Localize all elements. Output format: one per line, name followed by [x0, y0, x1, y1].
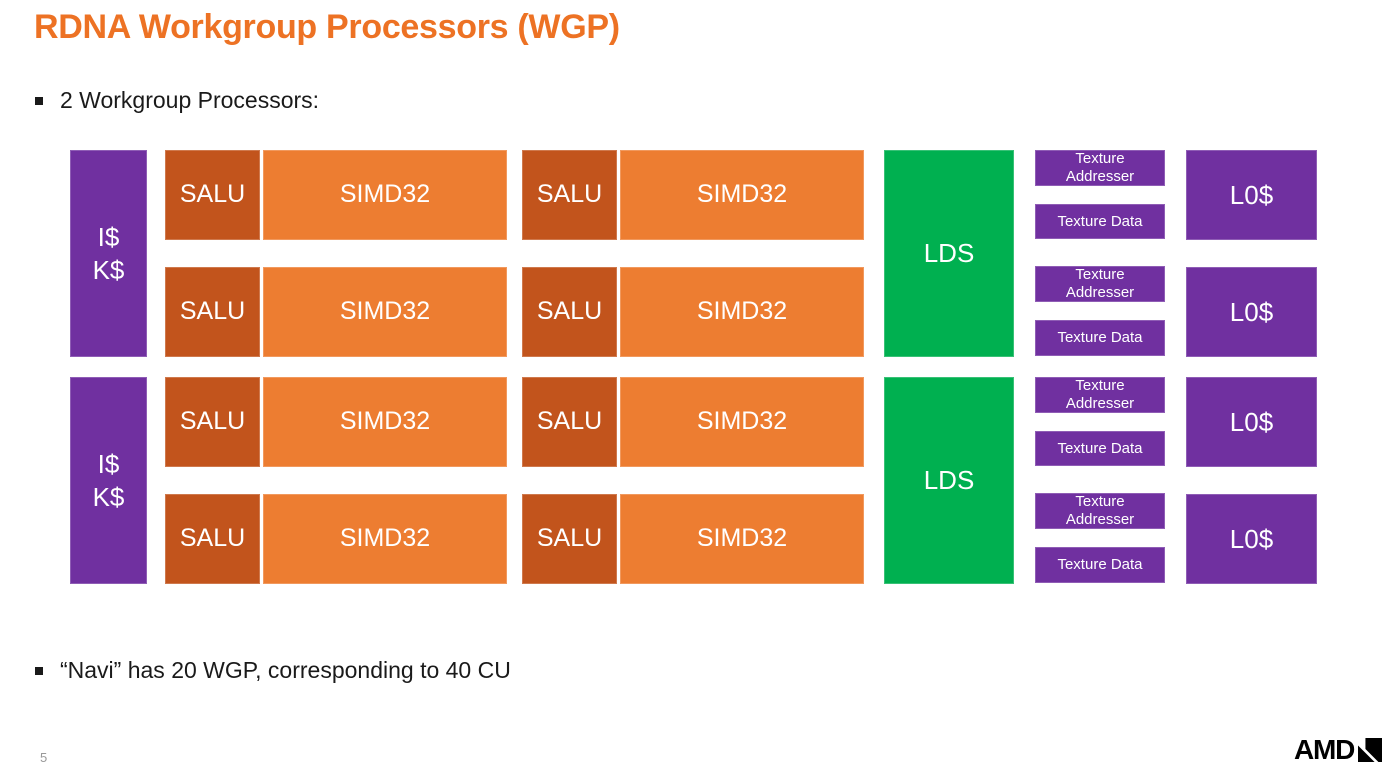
page-number: 5	[40, 750, 48, 765]
wgp2-texture-addresser-block-1: Texture Addresser	[1035, 377, 1165, 413]
wgp1-salu-block-3: SALU	[165, 267, 260, 357]
wgp2-salu-block-4: SALU	[522, 494, 617, 584]
wgp2-icache-kcache-block: I$ K$	[70, 377, 147, 584]
wgp1-simd32-block-4: SIMD32	[620, 267, 864, 357]
bullet-navi-wgp-count: “Navi” has 20 WGP, corresponding to 40 C…	[35, 657, 511, 684]
bullet-workgroup-processors: 2 Workgroup Processors:	[35, 87, 319, 114]
wgp2-salu-block-3: SALU	[165, 494, 260, 584]
wgp1-simd32-block-3: SIMD32	[263, 267, 507, 357]
wgp2-texture-data-block-2: Texture Data	[1035, 547, 1165, 583]
wgp1-salu-block-1: SALU	[165, 150, 260, 240]
bullet-text: “Navi” has 20 WGP, corresponding to 40 C…	[60, 657, 511, 683]
wgp1-simd32-block-2: SIMD32	[620, 150, 864, 240]
wgp1-salu-block-4: SALU	[522, 267, 617, 357]
wgp1-texture-addresser-block-2: Texture Addresser	[1035, 266, 1165, 302]
wgp1-texture-data-block-2: Texture Data	[1035, 320, 1165, 356]
wgp2-lds-block: LDS	[884, 377, 1014, 584]
wgp2-l0-cache-block-2: L0$	[1186, 494, 1317, 584]
wgp2-simd32-block-2: SIMD32	[620, 377, 864, 467]
bullet-square-icon	[35, 96, 43, 105]
amd-logo-text: AMD	[1294, 734, 1355, 765]
wgp2-salu-block-2: SALU	[522, 377, 617, 467]
wgp2-salu-block-1: SALU	[165, 377, 260, 467]
wgp2-texture-data-block-1: Texture Data	[1035, 431, 1165, 466]
amd-arrow-icon	[1358, 738, 1383, 762]
wgp1-l0-cache-block-1: L0$	[1186, 150, 1317, 240]
wgp1-texture-addresser-block-1: Texture Addresser	[1035, 150, 1165, 186]
wgp2-texture-addresser-block-2: Texture Addresser	[1035, 493, 1165, 529]
wgp2-simd32-block-1: SIMD32	[263, 377, 507, 467]
wgp1-salu-block-2: SALU	[522, 150, 617, 240]
wgp1-l0-cache-block-2: L0$	[1186, 267, 1317, 357]
wgp2-l0-cache-block-1: L0$	[1186, 377, 1317, 467]
slide-title: RDNA Workgroup Processors (WGP)	[34, 8, 620, 46]
wgp1-simd32-block-1: SIMD32	[263, 150, 507, 240]
wgp2-simd32-block-4: SIMD32	[620, 494, 864, 584]
wgp2-simd32-block-3: SIMD32	[263, 494, 507, 584]
amd-logo: AMD	[1294, 734, 1383, 765]
wgp1-icache-kcache-block: I$ K$	[70, 150, 147, 357]
wgp1-texture-data-block-1: Texture Data	[1035, 204, 1165, 239]
bullet-square-icon	[35, 666, 43, 675]
wgp1-lds-block: LDS	[884, 150, 1014, 357]
bullet-text: 2 Workgroup Processors:	[60, 87, 320, 113]
